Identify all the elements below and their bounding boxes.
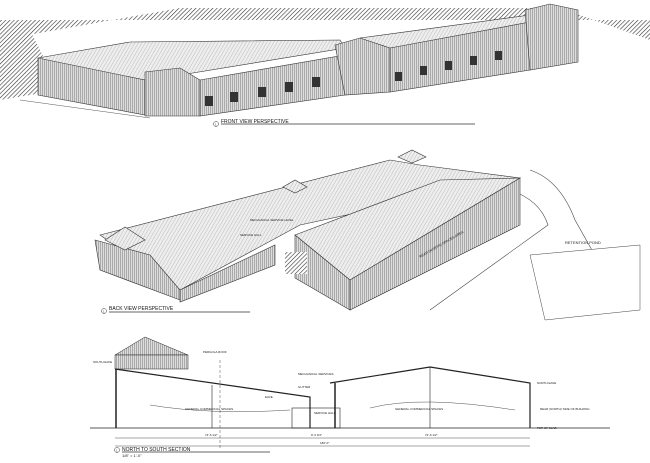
svg-text:180'-0": 180'-0" bbox=[320, 441, 329, 445]
svg-text:GUTTER: GUTTER bbox=[298, 385, 311, 389]
back-view-title: BACK VIEW PERSPECTIVE bbox=[109, 306, 174, 312]
section-labels: SOUTH EAVE PERGOLA ROOF EAVE GENERAL COM… bbox=[93, 350, 590, 458]
front-tower-left bbox=[144, 67, 201, 117]
svg-text:EAVE: EAVE bbox=[265, 395, 273, 399]
svg-text:1: 1 bbox=[215, 123, 217, 127]
svg-text:9'-3 3/4": 9'-3 3/4" bbox=[311, 433, 322, 437]
svg-text:NORTH EAVE: NORTH EAVE bbox=[537, 381, 556, 385]
svg-text:MECHANICAL SERVICE LEVEL: MECHANICAL SERVICE LEVEL bbox=[250, 218, 294, 222]
ground-hatch bbox=[0, 8, 650, 40]
svg-text:GENERAL COMMERCIAL SPACES: GENERAL COMMERCIAL SPACES bbox=[395, 407, 443, 411]
svg-text:PERGOLA ROOF: PERGOLA ROOF bbox=[203, 350, 227, 354]
back-cupola bbox=[104, 226, 146, 251]
front-view-title: FRONT VIEW PERSPECTIVE bbox=[221, 119, 289, 125]
svg-text:74'-6 1/2": 74'-6 1/2" bbox=[425, 433, 438, 437]
front-tower-mid bbox=[334, 37, 391, 96]
pergola bbox=[114, 336, 189, 356]
back-view-perspective: MECHANICAL SERVICE LEVEL SERVICE HALL RE… bbox=[94, 149, 641, 321]
back-wall bbox=[179, 244, 276, 303]
front-tower-right bbox=[524, 3, 579, 71]
svg-text:REAR (NORTH) SIDE OF BUILDING: REAR (NORTH) SIDE OF BUILDING bbox=[540, 407, 590, 411]
svg-text:SOUTH EAVE: SOUTH EAVE bbox=[93, 360, 112, 364]
svg-text:GENERAL COMMERCIAL SPACES: GENERAL COMMERCIAL SPACES bbox=[185, 407, 233, 411]
svg-text:1: 1 bbox=[116, 449, 118, 453]
svg-text:SERVICE HALL: SERVICE HALL bbox=[314, 411, 336, 415]
svg-text:SERVICE HALL: SERVICE HALL bbox=[240, 233, 262, 237]
svg-text:TOP OF SLAB: TOP OF SLAB bbox=[537, 426, 557, 430]
section-scale: 1/8" = 1'-0" bbox=[122, 453, 142, 458]
mechanical-area bbox=[285, 252, 307, 274]
north-south-section bbox=[90, 336, 610, 450]
retention-pond bbox=[529, 244, 641, 321]
front-view-perspective: 1 FRONT VIEW PERSPECTIVE bbox=[0, 3, 650, 127]
svg-text:1: 1 bbox=[103, 310, 105, 314]
svg-text:RETENTION POND: RETENTION POND bbox=[565, 240, 601, 245]
section-title: NORTH TO SOUTH SECTION bbox=[122, 447, 191, 453]
svg-text:74'-6 1/2": 74'-6 1/2" bbox=[205, 433, 218, 437]
svg-text:MECHANICAL SERVICES: MECHANICAL SERVICES bbox=[298, 372, 334, 376]
rear-wall bbox=[349, 177, 521, 311]
service-hall bbox=[291, 407, 341, 429]
